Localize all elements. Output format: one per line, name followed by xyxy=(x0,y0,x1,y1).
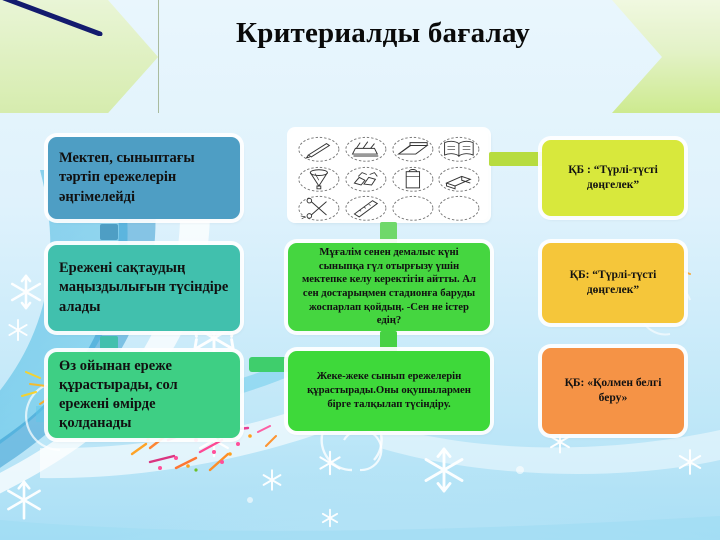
eraser-oval-sketch-icon xyxy=(436,165,482,194)
right-box-3-label: ҚБ: «Қолмен белгі беру» xyxy=(564,377,662,404)
left-box-1-label: Мектеп, сыныптағы тәртіп ережелерін әңгі… xyxy=(59,150,195,205)
middle-box-rules[interactable]: Жеке-жеке сынып ережелерін құрастырады.О… xyxy=(288,351,490,431)
ruler-oval-sketch-icon xyxy=(343,194,389,223)
funnel-cone-oval-sketch-icon xyxy=(296,165,342,194)
scissors-oval-sketch-icon xyxy=(296,194,342,223)
right-box-3[interactable]: ҚБ: «Қолмен белгі беру» xyxy=(542,348,684,434)
pencil-oval-sketch-icon xyxy=(296,135,342,164)
scattered-items-oval-sketch-icon xyxy=(343,135,389,164)
open-book-oval-sketch-icon xyxy=(436,135,482,164)
left-box-2-label: Ережені сақтаудың маңыздылығын түсіндіре… xyxy=(59,260,229,315)
page-title: Критериалды бағалау xyxy=(236,17,530,49)
open-notebook-oval-sketch-icon xyxy=(390,135,436,164)
crumpled-papers-oval-sketch-icon xyxy=(343,165,389,194)
icon-grid xyxy=(296,135,482,221)
middle-box-scenario[interactable]: Мұғалім сенен демалыс күні сыныпқа гүл о… xyxy=(288,243,490,331)
navy-diagonal-accent-line xyxy=(2,0,103,36)
left-box-1[interactable]: Мектеп, сыныптағы тәртіп ережелерін әңгі… xyxy=(48,137,240,219)
blank-oval-sketch-icon xyxy=(436,194,482,223)
middle-box-scenario-label: Мұғалім сенен демалыс күні сыныпқа гүл о… xyxy=(301,245,477,327)
right-box-2-label: ҚБ: “Түрлі-түсті дөңгелек” xyxy=(569,269,657,296)
right-box-1[interactable]: ҚБ : “Түрлі-түсті дөңгелек” xyxy=(542,140,684,216)
right-box-2[interactable]: ҚБ: “Түрлі-түсті дөңгелек” xyxy=(542,243,684,323)
connector-left-2 xyxy=(100,336,118,350)
blank-oval-sketch-icon xyxy=(390,194,436,223)
banner-divider xyxy=(158,0,159,113)
left-box-3-label: Өз ойынан ереже құрастырады, сол ережені… xyxy=(59,357,178,432)
connector-left-1 xyxy=(100,224,118,240)
middle-box-rules-label: Жеке-жеке сынып ережелерін құрастырады.О… xyxy=(307,370,471,410)
school-supplies-icon-card[interactable] xyxy=(290,130,488,221)
connector-middle-left-arm xyxy=(249,357,293,372)
connector-middle-1 xyxy=(380,222,397,244)
right-box-1-label: ҚБ : “Түрлі-түсті дөңгелек” xyxy=(568,164,658,191)
left-box-2[interactable]: Ережені сақтаудың маңыздылығын түсіндіре… xyxy=(48,245,240,331)
connector-middle-2 xyxy=(380,331,397,352)
bag-oval-sketch-icon xyxy=(390,165,436,194)
left-box-3[interactable]: Өз ойынан ереже құрастырады, сол ережені… xyxy=(48,352,240,438)
connector-right-1 xyxy=(489,152,547,166)
